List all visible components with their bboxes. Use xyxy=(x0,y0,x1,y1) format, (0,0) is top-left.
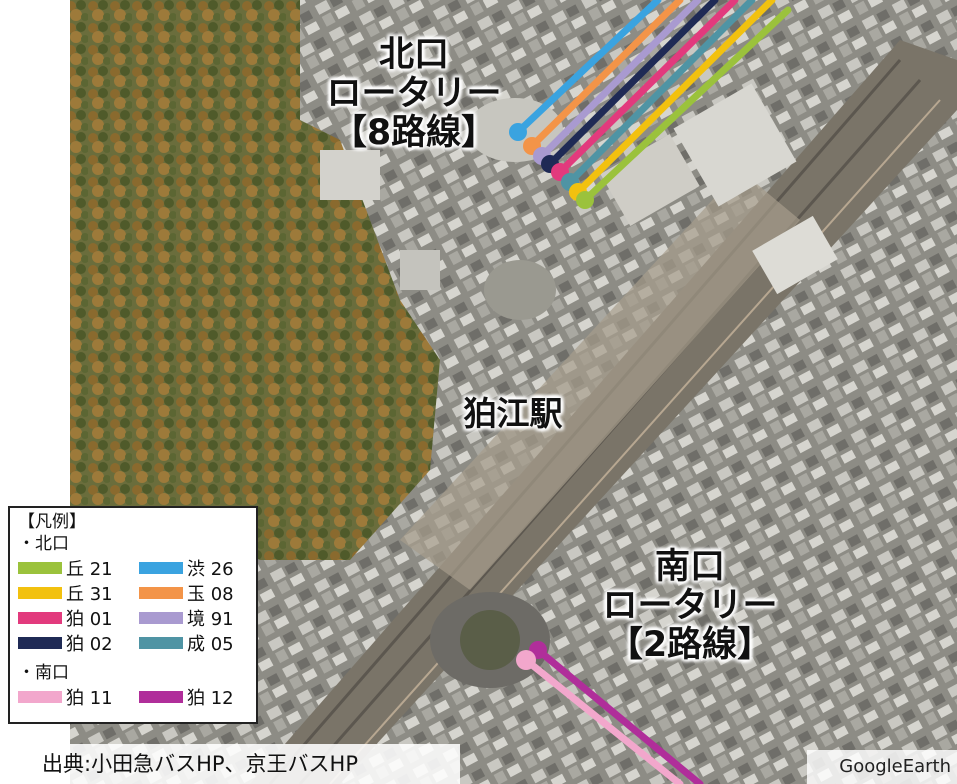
legend-south-heading: ・南口 xyxy=(18,663,69,683)
legend-swatch xyxy=(18,612,62,624)
legend-north-list: 丘 21 渋 26 丘 31 玉 08 狛 01 境 91 狛 02 成 05 xyxy=(18,558,249,655)
legend-item: 狛 12 xyxy=(139,687,249,709)
legend-item: 狛 02 xyxy=(18,633,139,655)
legend-label: 丘 31 xyxy=(66,584,113,605)
north-label-line: ロータリー xyxy=(326,74,502,115)
route-line-koma02 xyxy=(546,0,719,168)
north-label-line: 北口 xyxy=(378,35,449,75)
legend-label: 境 91 xyxy=(187,609,234,630)
route-line-koma12 xyxy=(534,646,704,784)
route-line-oka21 xyxy=(581,6,792,204)
legend-title: 【凡例】 xyxy=(18,512,86,532)
legend-swatch xyxy=(139,691,183,703)
legend-label: 成 05 xyxy=(187,634,234,655)
legend-item: 成 05 xyxy=(139,633,249,655)
legend-item: 渋 26 xyxy=(139,558,249,580)
north-bus-routes xyxy=(509,0,792,209)
legend-label: 狛 12 xyxy=(187,688,234,709)
south-label-line: 【2路線】 xyxy=(607,625,773,666)
station-name-label: 狛江駅 xyxy=(463,394,563,433)
north-label-line: 【8路線】 xyxy=(331,113,497,154)
legend-south-list: 狛 11 狛 12 xyxy=(18,687,249,709)
legend-label: 丘 21 xyxy=(66,559,113,580)
legend-item: 境 91 xyxy=(139,608,249,630)
route-line-tama08 xyxy=(528,0,684,150)
south-label-line: ロータリー xyxy=(602,586,778,627)
legend-swatch xyxy=(139,587,183,599)
route-line-koma01 xyxy=(556,0,739,176)
legend-label: 渋 26 xyxy=(187,559,234,580)
legend-swatch xyxy=(18,637,62,649)
legend-item: 狛 11 xyxy=(18,687,139,709)
legend-label: 玉 08 xyxy=(187,584,234,605)
legend-swatch xyxy=(18,562,62,574)
map-legend: 【凡例】 ・北口 丘 21 渋 26 丘 31 玉 08 狛 01 境 91 狛 02 成 0… xyxy=(8,506,258,724)
legend-label: 狛 02 xyxy=(66,634,113,655)
legend-north-heading: ・北口 xyxy=(18,534,69,554)
route-line-oka31 xyxy=(574,0,776,196)
legend-swatch xyxy=(18,691,62,703)
imagery-credit: GoogleEarth xyxy=(807,750,957,784)
legend-label: 狛 11 xyxy=(66,688,113,709)
route-line-sei05 xyxy=(566,0,756,186)
south-exit-rotary-label: 南口 ロータリー 【2路線】 xyxy=(590,547,790,666)
route-line-shibu26 xyxy=(514,0,662,136)
legend-swatch xyxy=(139,637,183,649)
legend-item: 丘 21 xyxy=(18,558,139,580)
source-caption: 出典:小田急バスHP、京王バスHP xyxy=(30,744,460,784)
south-bus-routes xyxy=(516,641,704,784)
south-label-line: 南口 xyxy=(654,547,725,587)
legend-item: 玉 08 xyxy=(139,583,249,605)
route-line-koma11 xyxy=(522,656,684,784)
legend-item: 狛 01 xyxy=(18,608,139,630)
route-dot-shibu26 xyxy=(509,123,527,141)
north-exit-rotary-label: 北口 ロータリー 【8路線】 xyxy=(318,35,510,154)
legend-item: 丘 31 xyxy=(18,583,139,605)
route-dot-oka21 xyxy=(576,191,594,209)
route-dot-koma11 xyxy=(516,650,536,670)
legend-swatch xyxy=(139,612,183,624)
legend-label: 狛 01 xyxy=(66,609,113,630)
route-line-sakai91 xyxy=(538,0,702,160)
legend-swatch xyxy=(139,562,183,574)
legend-swatch xyxy=(18,587,62,599)
